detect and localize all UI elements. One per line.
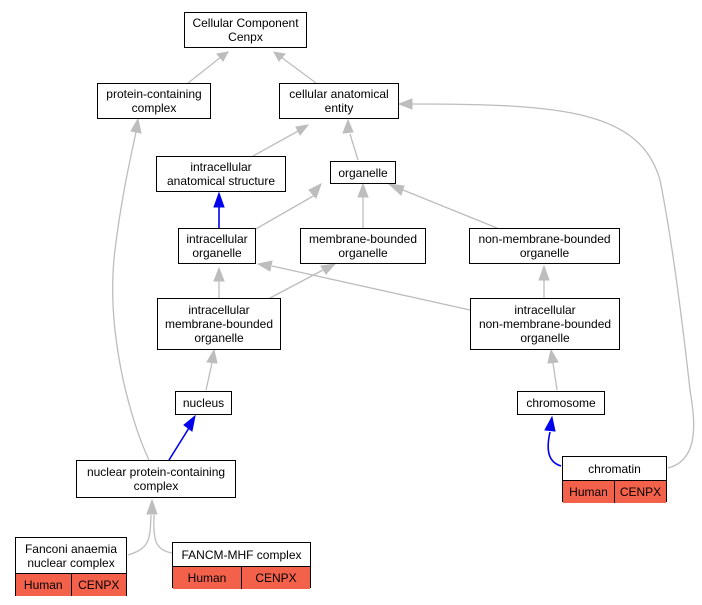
gene-cell: CENPX [241,567,310,589]
node-membrane-bounded-organelle[interactable]: membrane-bounded organelle [300,228,426,264]
node-protein-containing-complex[interactable]: protein-containing complex [97,83,211,119]
node-label-line: Fanconi anaemia [24,541,118,556]
arrowhead [213,191,225,208]
edge-organelle-to-anatomical-entity [349,133,359,161]
arrowhead [146,498,158,515]
arrowhead [308,182,322,199]
edge-intra-non-membrane-to-intracellular-organelle [271,265,471,311]
node-label-line: chromosome [526,396,596,410]
arrowhead [130,117,142,134]
node-label-line: cellular anatomical [289,87,389,101]
arrowhead [213,266,225,282]
edge-protein-complex-to-root [187,56,222,84]
arrowhead [273,51,286,62]
node-label-line: nuclear complex [27,555,115,570]
arrowhead [547,348,559,364]
arrowhead [387,183,405,196]
edge-intra-membrane-to-membrane-bounded [269,269,324,299]
node-fancm-mhf-complex[interactable]: FANCM-MHF complex Human CENPX [172,542,311,589]
node-intracellular-anatomical-structure[interactable]: intracellular anatomical structure [156,156,286,192]
species-cell: Human [569,485,608,499]
node-organelle[interactable]: organelle [330,161,396,184]
node-label-line: complex [131,101,177,115]
node-label-line: Cellular Component [192,16,299,30]
node-intracellular-organelle[interactable]: intracellular organelle [178,228,256,264]
edge-chromosome-to-intra-non-membrane [552,362,558,391]
node-label-line: membrane-bounded [164,317,274,331]
node-label-line: nucleus [182,396,225,410]
node-label-line: intracellular [186,232,248,246]
node-root-term[interactable]: Cellular Component Cenpx [184,12,307,48]
edge-nuclear-complex-to-nucleus [168,427,190,461]
edge-nuclear-complex-to-protein-complex [112,131,150,461]
node-chromatin[interactable]: chromatin Human CENPX [562,456,667,503]
node-intracellular-non-membrane-bounded-organelle[interactable]: intracellular non-membrane-bounded organ… [470,298,620,350]
node-label-line: organelle [519,246,570,260]
arrowhead [544,415,556,432]
species-cell: Human [23,578,63,592]
node-fanconi-anaemia-nuclear-complex[interactable]: Fanconi anaemia nuclear complex Human CE… [15,537,127,596]
edge-chromatin-to-chromosome [547,431,562,467]
node-label-line: organelle [194,331,244,345]
arrowhead [206,348,218,364]
arrowhead [256,260,273,272]
node-label-line: complex [133,479,179,493]
node-label-line: chromatin [588,461,641,476]
edge-fancm-to-nuclear-complex [153,514,173,554]
node-label-line: non-membrane-bounded [478,232,611,246]
edge-chromatin-to-anatomical-entity [411,103,695,469]
node-label-line: FANCM-MHF complex [181,547,302,562]
arrowhead [397,98,413,110]
node-non-membrane-bounded-organelle[interactable]: non-membrane-bounded organelle [469,228,620,264]
node-label-line: organelle [338,165,388,180]
node-label-line: nuclear protein-containing [86,465,226,479]
node-label-line: organelle [520,331,570,345]
gene-cell: CENPX [70,574,127,596]
node-label-line: Cenpx [228,30,263,44]
arrowhead [216,51,229,62]
species-cell: Human [187,571,227,585]
arrowhead [342,118,354,134]
node-label-line: intracellular [190,160,252,174]
node-label-line: intracellular [188,303,250,317]
node-cellular-anatomical-entity[interactable]: cellular anatomical entity [279,83,399,119]
node-label-line: entity [324,101,354,115]
arrowhead [295,124,310,136]
node-intracellular-membrane-bounded-organelle[interactable]: intracellular membrane-bounded organelle [157,298,281,350]
node-label-line: intracellular [514,303,576,317]
arrowhead [320,263,337,275]
edge-intracellular-organelle-to-organelle [253,194,316,231]
node-label-line: protein-containing [106,87,202,101]
edge-nucleus-to-intra-membrane [205,362,213,391]
node-label-line: anatomical structure [166,174,276,188]
gene-cell: CENPX [614,481,666,503]
arrowhead [357,182,369,198]
node-label-line: non-membrane-bounded [478,317,612,331]
edge-anatomical-entity-to-root [280,56,317,84]
node-chromosome[interactable]: chromosome [517,391,605,415]
node-label-line: membrane-bounded [308,232,418,246]
node-nuclear-protein-containing-complex[interactable]: nuclear protein-containing complex [76,460,236,498]
node-label-line: organelle [192,246,242,260]
node-nucleus[interactable]: nucleus [175,391,232,415]
arrowhead [538,264,550,281]
edge-non-membrane-bounded-to-organelle [402,189,498,229]
arrowhead [183,414,196,432]
edge-intracellular-structure-to-anatomical-entity [252,129,301,157]
edge-fanconi-to-nuclear-complex [127,514,152,556]
node-label-line: organelle [338,246,388,260]
